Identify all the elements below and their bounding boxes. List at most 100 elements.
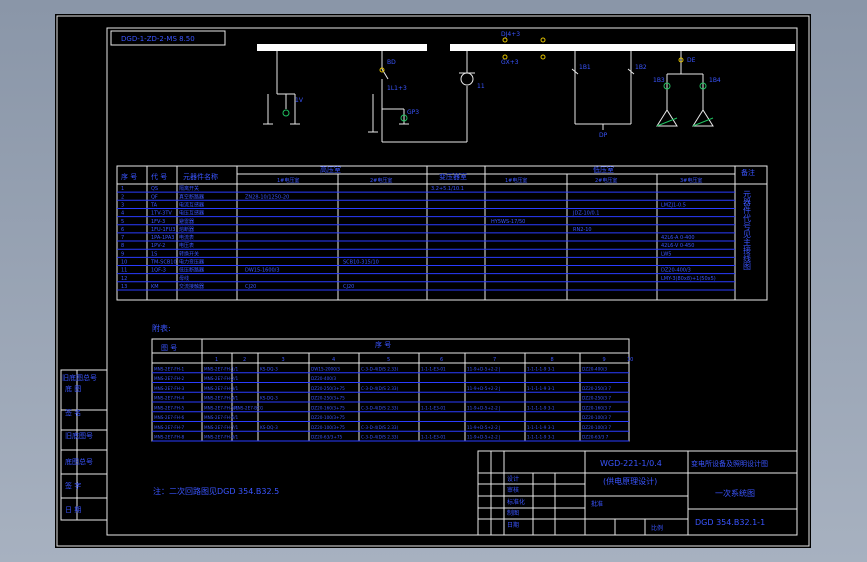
tb-label-6: 批准 <box>591 500 603 508</box>
attach-cell: DZ20-100/3 7 <box>582 425 611 430</box>
attach-cell: MNS-2E7-FH-3 <box>154 386 184 391</box>
label-bus-right: DE <box>687 57 696 64</box>
stamp-2: 底 图 <box>65 384 81 393</box>
attach-cell: MNS-2E7-FH-7/1 <box>204 425 239 430</box>
th-sub-5: 2#电压室 <box>595 177 617 184</box>
busbar-label-2: GX+3 <box>501 59 519 66</box>
attach-col-number: 8 <box>551 357 554 363</box>
attach-cell: MNS-2E7-FH-7 <box>154 425 184 430</box>
tb-scale: 比例 <box>651 524 663 532</box>
attach-cell: MNS-2E7-FH-5 <box>154 405 184 410</box>
left-stamps: 旧底图总号 底 图 签 名 旧底图号 底图总号 签 字 日 期 <box>60 369 108 521</box>
table-cell-no: 8 <box>121 243 124 249</box>
th-sub-4: 1#电压室 <box>505 177 527 184</box>
th-sub-6: 3#电压室 <box>680 177 702 184</box>
table-cell-c5: JDZ-10/0.1 <box>572 211 599 217</box>
th-no: 序 号 <box>121 172 137 181</box>
table-cell-no: 5 <box>121 219 124 225</box>
attach-head-tu: 图 号 <box>161 344 177 352</box>
table-cell-c2: SCB10-315/10 <box>343 260 379 266</box>
single-line-diagram: DJ4+3 GX+3 1V BD 1L1+3 GP3 11 <box>257 31 795 143</box>
attach-cell: C-3-D-4(D/S 2.33) <box>361 386 399 391</box>
stamp-1: 旧底图总号 <box>62 373 97 382</box>
attach-col-number: 6 <box>440 357 443 363</box>
stamp-4: 旧底图号 <box>65 431 93 440</box>
th-sub-2: 2#电压室 <box>370 177 392 184</box>
table-cell-no: 10 <box>121 260 127 266</box>
remark-vertical: 元器件代号见主接线图 <box>743 190 752 271</box>
attach-cell: MNS-2E7-FH-5/1 <box>204 405 239 410</box>
table-cell-code: 1PV-2 <box>151 243 165 249</box>
title-box-text: DGD-1-ZD-2-MS 8.50 <box>121 35 195 43</box>
attach-cell: MNS-2E7-FH-6 <box>154 415 184 420</box>
attach-cell: C-3-D-4(D/S 2.33) <box>361 435 399 440</box>
tb-label-4: 制图 <box>507 509 519 517</box>
table-cell-c6: 42L6-A 0-400 <box>661 235 695 241</box>
attach-cell: 1-1-1-1-9 3-1 <box>527 425 555 430</box>
attach-cell: DZ20-63/3+75 <box>311 435 343 440</box>
table-cell-name: 电流互感器 <box>179 201 204 208</box>
attach-cell: MNS-2E7-FH-8 <box>154 435 184 440</box>
attach-col-number: 9 <box>603 357 606 363</box>
busbar-label-1: DJ4+3 <box>501 31 520 38</box>
table-cell-no: 9 <box>121 251 124 257</box>
drawing-name: 一次系统图 <box>715 488 755 498</box>
table-cell-no: 3 <box>121 202 124 208</box>
main-table: 序 号 代 号 元器件名称 高压室 变压器室 低压室 备注 1#电压室 2#电压… <box>116 165 768 301</box>
table-cell-c6: LW5 <box>661 251 671 257</box>
attach-cell: C-3-D-4(D/S 2.33) <box>361 405 399 410</box>
tb-label-5: 日期 <box>507 521 519 529</box>
stamp-7: 日 期 <box>65 506 81 514</box>
attach-cell: MNS-2E7-FH-1/1 <box>204 366 239 371</box>
table-cell-no: 1 <box>121 186 124 192</box>
table-cell-name: 母线 <box>179 275 189 282</box>
table-cell-no: 13 <box>121 284 127 290</box>
tb-label-2: 审核 <box>507 486 519 494</box>
attach-cell: DZ20-160/3+75 <box>311 405 345 410</box>
cad-drawing: DGD-1-ZD-2-MS 8.50 DJ4+3 GX+3 1V BD 1L1+… <box>56 15 810 547</box>
attach-col-number: 10 <box>627 357 633 363</box>
table-cell-c1: ZN28-10/1250-20 <box>245 194 289 200</box>
table-cell-c1: DW15-1600/3 <box>245 268 280 274</box>
table-cell-no: 6 <box>121 227 124 233</box>
attach-col-number: 2 <box>243 357 246 363</box>
drawing-sheet: DGD-1-ZD-2-MS 8.50 DJ4+3 GX+3 1V BD 1L1+… <box>55 14 811 548</box>
table-cell-code: QF <box>151 194 158 200</box>
table-cell-name: 低压断路器 <box>179 267 204 274</box>
label-meter: 11 <box>477 83 485 90</box>
attach-cell: MNS-2E7-FH-6/1 <box>204 415 239 420</box>
table-cell-code: TM-SCB10 <box>150 260 177 266</box>
tb-label-1: 设计 <box>507 475 519 483</box>
th-group-high: 高压室 <box>320 165 341 174</box>
bottom-note: 注：二次回路图见DGD 354.B32.5 <box>153 486 279 496</box>
th-group-low: 低压室 <box>593 165 614 174</box>
attach-cell: DZ20-250/3 7 <box>582 396 611 401</box>
attach-col-number: 4 <box>332 357 335 363</box>
table-cell-c1: CJ20 <box>245 284 256 290</box>
attach-cell: DZ20-63/3 7 <box>582 435 609 440</box>
th-sub-1: 1#电压室 <box>277 177 299 184</box>
busbar-right <box>450 44 795 51</box>
attach-col-number: 1 <box>215 357 218 363</box>
table-cell-code: 1FV-3 <box>151 219 165 225</box>
table-cell-code: 1PA-1PA3 <box>151 235 174 241</box>
attach-cell: C-3-D-4(D/S 2.33) <box>361 425 399 430</box>
th-name: 元器件名称 <box>183 172 218 181</box>
attach-cell: 11-9+D-5+2-2 J <box>467 366 500 371</box>
attach-col-number: 5 <box>387 357 390 363</box>
th-remark: 备注 <box>741 168 755 177</box>
title-box <box>110 30 226 46</box>
label-right-a: 1B3 <box>653 77 665 84</box>
stamp-3: 签 名 <box>65 408 81 417</box>
label-tie-switch: BD <box>387 59 396 66</box>
outer-frame <box>56 15 810 547</box>
attach-cell: DZ20-100/3+75 <box>311 425 345 430</box>
attach-cell: DZ20-250/3+75 <box>311 386 345 391</box>
label-line-out: DP <box>599 132 608 139</box>
busbar-left <box>257 44 427 51</box>
table-cell-name: 电力变压器 <box>179 259 204 266</box>
table-cell-name: 隔离开关 <box>179 185 199 192</box>
